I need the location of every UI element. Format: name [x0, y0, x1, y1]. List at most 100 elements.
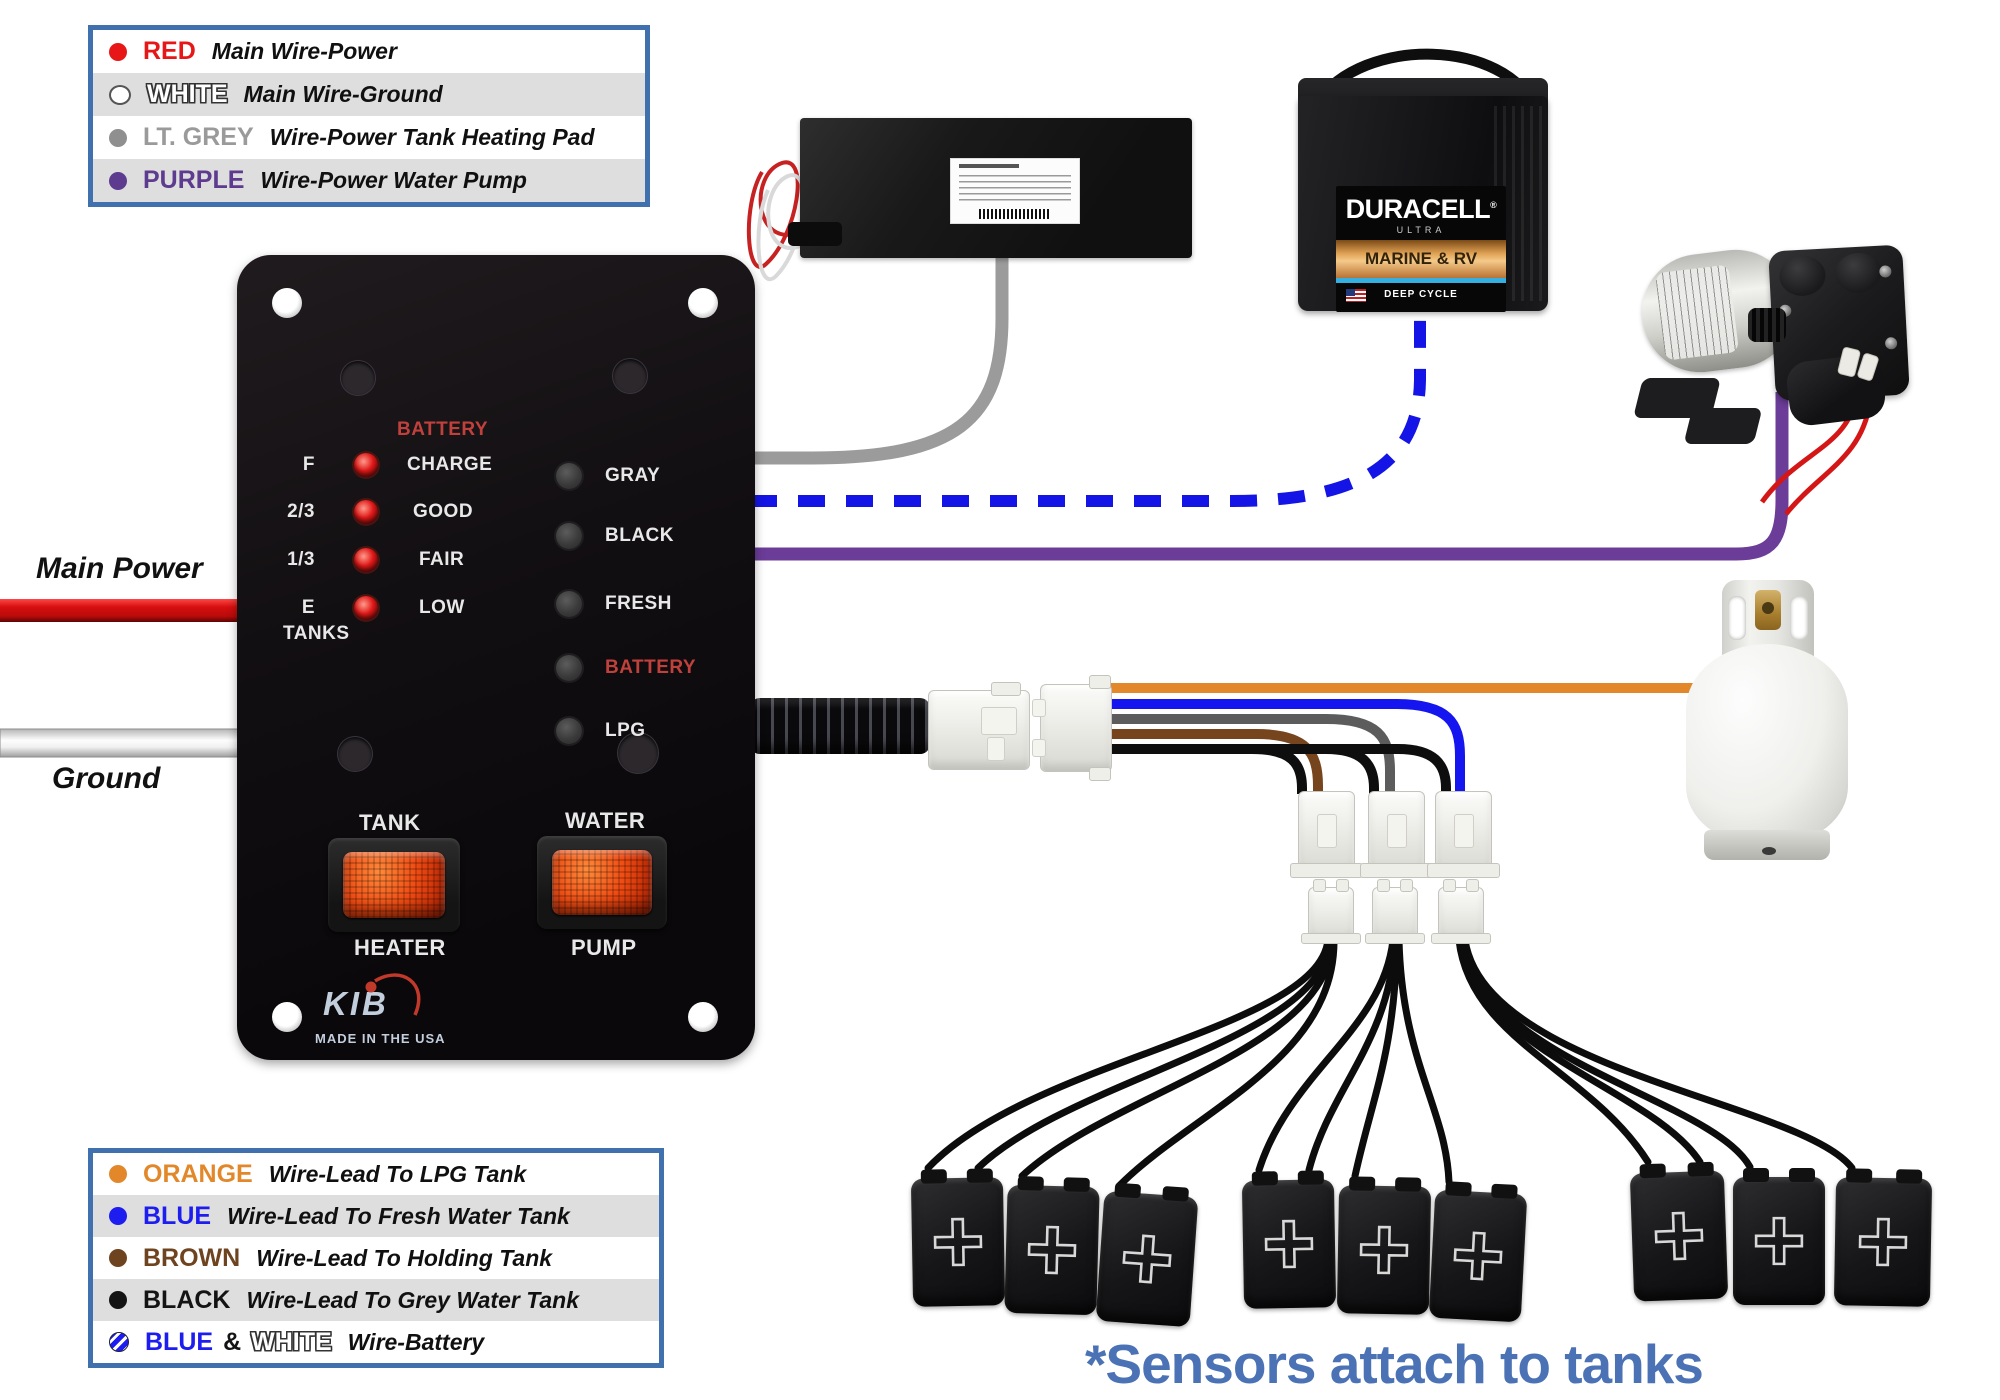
legend-desc: Main Wire-Power — [211, 38, 397, 64]
led-charge — [354, 453, 378, 477]
legend-desc: Wire-Lead To Grey Water Tank — [246, 1286, 580, 1313]
barcode — [979, 209, 1049, 219]
pump-motor-label — [1654, 264, 1740, 361]
tank-switch-top-label: TANK — [359, 810, 421, 835]
legend-row-brown: BROWN Wire-Lead To Holding Tank — [93, 1237, 659, 1279]
plus-icon — [1858, 1217, 1908, 1267]
legend-color-name: BLUE — [145, 1327, 214, 1356]
level-two-thirds: 2/3 — [287, 501, 315, 522]
kib-monitor-panel: BATTERY F 2/3 1/3 E TANKS CHARGE GOOD FA… — [237, 255, 755, 1060]
connector-detail — [981, 707, 1017, 735]
connector-latch — [991, 682, 1021, 696]
screw-hole — [272, 1002, 302, 1032]
led-battery — [556, 655, 582, 681]
connector-tab — [1089, 675, 1111, 689]
tank-connector-top-2 — [1360, 791, 1433, 878]
connector-tab — [1089, 767, 1111, 781]
battery-blue-stripe — [1336, 278, 1506, 283]
made-in-usa-label: MADE IN THE USA — [315, 1031, 446, 1046]
plus-icon — [1359, 1225, 1409, 1275]
harness-connector-female — [1032, 675, 1112, 781]
legend-row-blue-white: BLUE & WHITE Wire-Battery — [93, 1321, 659, 1363]
purple-dot-icon — [109, 171, 127, 190]
battery-series: ULTRA — [1396, 225, 1446, 235]
pump-inlet-port — [1748, 308, 1786, 342]
plus-icon — [1264, 1219, 1314, 1269]
led-black-tank — [556, 523, 582, 549]
status-fair: FAIR — [419, 549, 465, 570]
battery-wire-dashed — [750, 298, 1426, 507]
tank-sensor — [1629, 1170, 1729, 1302]
water-switch-bottom-label: PUMP — [571, 935, 637, 960]
tank-sensor — [1428, 1189, 1528, 1323]
tank-sensor — [1733, 1168, 1825, 1305]
label-lpg: LPG — [605, 720, 646, 741]
tank-switch-bottom-label: HEATER — [354, 935, 446, 960]
panel-hole — [341, 361, 375, 395]
tank-heater-rocker — [343, 852, 445, 918]
heating-pad-wire — [745, 233, 1009, 465]
battery-marine-band: MARINE & RV — [1336, 240, 1506, 278]
led-fresh-tank — [556, 591, 582, 617]
black-dot-icon — [109, 1291, 127, 1309]
screw-hole — [688, 1002, 718, 1032]
legend-color-name: BLACK — [143, 1285, 231, 1314]
legend-desc: Wire-Lead To Fresh Water Tank — [227, 1202, 570, 1229]
legend-desc: Main Wire-Ground — [243, 81, 443, 107]
legend-color-name: WHITE — [147, 80, 228, 108]
legend-desc: Wire-Lead To LPG Tank — [268, 1160, 527, 1187]
water-pump — [1630, 230, 1930, 520]
tank-sensor — [1336, 1185, 1432, 1315]
battery-deep-cycle: DEEP CYCLE — [1384, 289, 1458, 300]
tanks-label: TANKS — [283, 623, 350, 644]
level-full: F — [302, 454, 315, 475]
battery-brand: DURACELL® — [1345, 194, 1497, 224]
screw-hole — [688, 288, 718, 318]
pump-mount-foot — [1683, 408, 1763, 444]
legend-desc: Wire-Battery — [347, 1328, 485, 1355]
kib-logo: KIB — [323, 985, 389, 1022]
lpg-cylinder — [1686, 644, 1848, 844]
connector-notch — [1032, 699, 1046, 717]
legend-desc: Wire-Power Tank Heating Pad — [269, 124, 595, 150]
tank-heating-pad — [788, 118, 1192, 258]
level-one-third: 1/3 — [287, 549, 315, 570]
level-empty: E — [301, 597, 315, 618]
wire-legend-bottom: ORANGE Wire-Lead To LPG Tank BLUE Wire-L… — [88, 1148, 664, 1368]
brown-dot-icon — [109, 1249, 127, 1267]
red-dot-icon — [109, 42, 127, 61]
tank-connector-top-1 — [1290, 791, 1363, 878]
black-branch-3 — [1397, 744, 1451, 794]
water-pump-switch — [537, 836, 667, 929]
legend-color-name: WHITE — [251, 1327, 332, 1356]
label-gray: GRAY — [605, 465, 661, 486]
plus-icon — [1754, 1216, 1804, 1266]
kib-logo-swoosh — [365, 973, 421, 1016]
sensor-connector-3 — [1431, 879, 1491, 944]
label-black: BLACK — [605, 525, 674, 546]
holding-lead-brown — [1108, 729, 1323, 794]
tank-sensor — [910, 1177, 1006, 1307]
sensors-note: *Sensors attach to tanks — [1085, 1333, 1704, 1395]
led-lpg — [556, 718, 582, 744]
tank-sensor — [1095, 1190, 1199, 1328]
black-branch-1 — [1251, 744, 1307, 794]
heating-pad-clamp — [788, 222, 842, 246]
legend-color-name: RED — [143, 37, 196, 65]
wire-legend-top: RED Main Wire-Power WHITE Main Wire-Grou… — [88, 25, 650, 207]
legend-color-name: BROWN — [143, 1243, 241, 1272]
blue-dot-icon — [109, 1207, 127, 1225]
battery-header: BATTERY — [397, 419, 489, 440]
legend-row-orange: ORANGE Wire-Lead To LPG Tank — [93, 1153, 659, 1195]
fresh-lead-blue — [1108, 699, 1465, 794]
sensor-fan-wires — [924, 936, 1856, 1190]
led-low — [354, 596, 378, 620]
legend-row-blue: BLUE Wire-Lead To Fresh Water Tank — [93, 1195, 659, 1237]
ampersand: & — [223, 1327, 242, 1356]
status-good: GOOD — [413, 501, 474, 522]
legend-color-name: BLUE — [143, 1201, 212, 1230]
duracell-battery: DURACELL® ULTRA MARINE & RV DEEP CYCLE — [1290, 40, 1556, 315]
label-fresh: FRESH — [605, 593, 672, 614]
heating-pad-label — [950, 158, 1080, 224]
label-battery: BATTERY — [605, 657, 697, 678]
